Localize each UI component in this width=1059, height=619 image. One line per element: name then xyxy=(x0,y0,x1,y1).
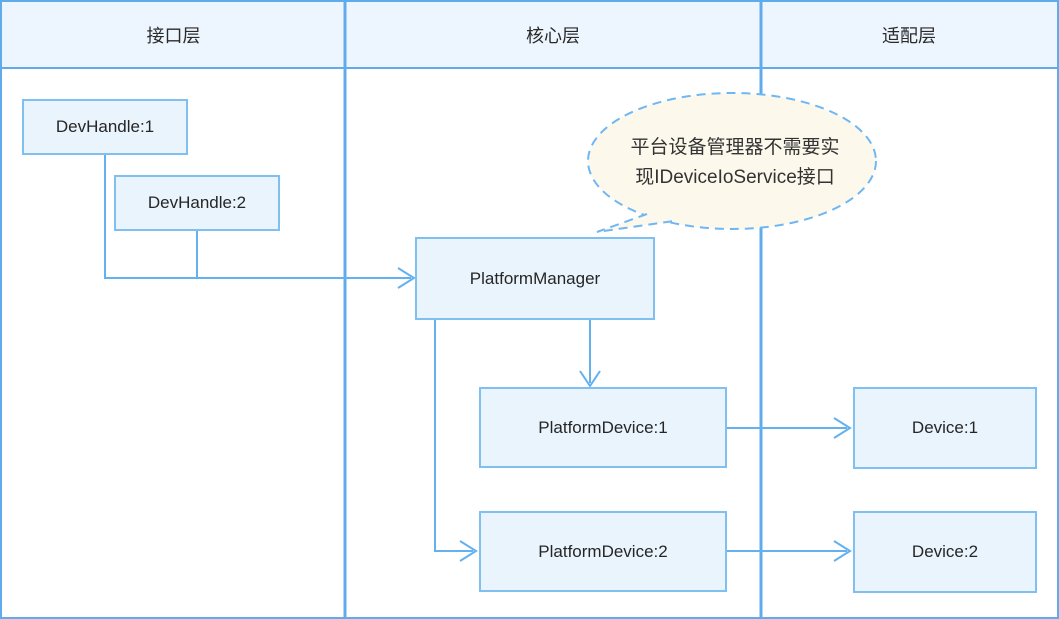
node-platform-device2: PlatformDevice:2 xyxy=(479,511,727,592)
node-devhandle2: DevHandle:2 xyxy=(114,175,280,231)
arrowhead-into-platformdevice2 xyxy=(459,540,478,562)
node-platform-device2-label: PlatformDevice:2 xyxy=(538,541,668,561)
node-device2-label: Device:2 xyxy=(911,542,979,561)
node-device2: Device:2 xyxy=(853,511,1037,593)
layer-header-row: 接口层 核心层 适配层 xyxy=(2,2,1057,69)
arrowhead-into-platformmanager xyxy=(397,267,416,289)
callout-text-line1: 平台设备管理器不需要实 xyxy=(630,137,840,158)
callout-text-line2: 现IDeviceIoService接口 xyxy=(635,167,835,188)
layer-header-adapter-label: 适配层 xyxy=(882,25,936,46)
callout-tail-outline xyxy=(596,213,675,233)
node-platform-device1: PlatformDevice:1 xyxy=(479,387,727,468)
node-platform-device1-label: PlatformDevice:1 xyxy=(538,417,668,437)
node-platform-manager-label: PlatformManager xyxy=(469,268,601,288)
node-device1-label: Device:1 xyxy=(911,418,979,437)
callout-bubble xyxy=(587,92,877,230)
node-devhandle2-label: DevHandle:2 xyxy=(147,193,247,212)
node-platform-manager: PlatformManager xyxy=(415,237,655,320)
connector-devhandle1-to-platformmanager xyxy=(104,155,411,279)
layer-header-core: 核心层 xyxy=(345,2,761,67)
callout-tail-fill xyxy=(597,214,674,232)
connector-platformmanager-to-platformdevice2 xyxy=(434,320,473,552)
arrowhead-into-device1 xyxy=(833,417,852,439)
layer-header-adapter: 适配层 xyxy=(761,2,1057,67)
arrowhead-into-device2 xyxy=(833,540,852,562)
arrowhead-into-platformdevice1 xyxy=(579,370,601,388)
layer-header-core-label: 核心层 xyxy=(526,25,580,46)
layer-header-interface-label: 接口层 xyxy=(146,25,201,46)
layer-header-interface: 接口层 xyxy=(2,2,345,67)
callout-text: 平台设备管理器不需要实 现IDeviceIoService接口 xyxy=(606,133,864,193)
node-devhandle1: DevHandle:1 xyxy=(22,99,188,155)
node-devhandle1-label: DevHandle:1 xyxy=(55,117,155,136)
node-device1: Device:1 xyxy=(853,387,1037,469)
